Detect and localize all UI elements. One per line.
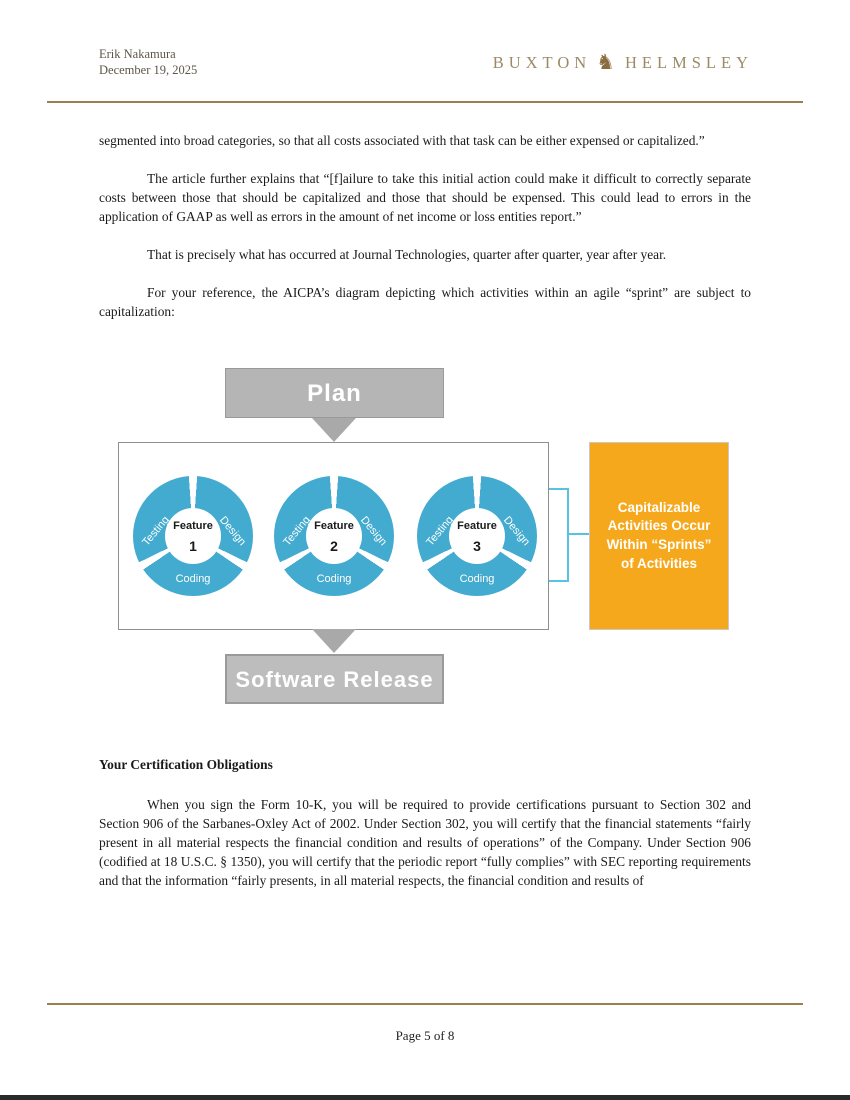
capitalizable-callout-box: Capitalizable Activities Occur Within “S… bbox=[589, 442, 729, 630]
header-rule bbox=[47, 101, 803, 103]
brand-logo: BUXTON ♞ HELMSLEY bbox=[493, 52, 753, 73]
feature-wheel-3: Testing Design Coding Feature 3 bbox=[417, 476, 537, 596]
down-arrow-icon bbox=[312, 629, 356, 653]
paragraph-certifications: When you sign the Form 10-K, you will be… bbox=[99, 797, 751, 888]
letterhead-author-block: Erik Nakamura December 19, 2025 bbox=[99, 46, 197, 78]
feature-number: 1 bbox=[189, 537, 197, 554]
section-heading: Your Certification Obligations bbox=[99, 757, 273, 772]
coding-label: Coding bbox=[175, 573, 211, 585]
page-number: Page 5 of 8 bbox=[395, 1028, 455, 1043]
feature-word: Feature bbox=[173, 519, 213, 532]
paragraph-continuation: segmented into broad categories, so that… bbox=[99, 133, 705, 148]
brand-word-buxton: BUXTON bbox=[492, 52, 592, 72]
plan-label: Plan bbox=[307, 379, 362, 407]
aicpa-sprint-diagram: Plan Testing Design Coding Feature 1 Tes… bbox=[99, 365, 751, 713]
software-release-box: Software Release bbox=[225, 654, 444, 704]
horse-icon: ♞ bbox=[596, 50, 615, 74]
coding-label: Coding bbox=[459, 573, 495, 585]
plan-box: Plan bbox=[225, 368, 444, 418]
feature-number: 2 bbox=[330, 537, 338, 554]
capitalizable-callout-text: Capitalizable Activities Occur Within “S… bbox=[606, 499, 712, 571]
brand-word-helmsley: HELMSLEY bbox=[625, 52, 753, 72]
down-arrow-icon bbox=[312, 418, 356, 442]
letter-body: segmented into broad categories, so that… bbox=[99, 131, 751, 909]
bracket-icon bbox=[549, 488, 569, 582]
bracket-stem bbox=[567, 533, 589, 535]
page-bottom-edge bbox=[0, 1095, 850, 1100]
software-release-label: Software Release bbox=[235, 666, 434, 692]
footer-rule bbox=[47, 1003, 803, 1005]
feature-number: 3 bbox=[473, 537, 481, 554]
feature-wheel-1: Testing Design Coding Feature 1 bbox=[133, 476, 253, 596]
feature-hub: Feature 2 bbox=[306, 508, 362, 564]
feature-hub: Feature 3 bbox=[449, 508, 505, 564]
author-name: Erik Nakamura bbox=[99, 47, 176, 61]
feature-word: Feature bbox=[314, 519, 354, 532]
coding-label: Coding bbox=[316, 573, 352, 585]
paragraph-article-explains: The article further explains that “[f]ai… bbox=[99, 171, 751, 224]
paragraph-precisely: That is precisely what has occurred at J… bbox=[147, 247, 667, 262]
feature-wheel-2: Testing Design Coding Feature 2 bbox=[274, 476, 394, 596]
paragraph-reference: For your reference, the AICPA’s diagram … bbox=[99, 285, 751, 319]
letter-date: December 19, 2025 bbox=[99, 63, 198, 77]
feature-word: Feature bbox=[457, 519, 497, 532]
feature-hub: Feature 1 bbox=[165, 508, 221, 564]
